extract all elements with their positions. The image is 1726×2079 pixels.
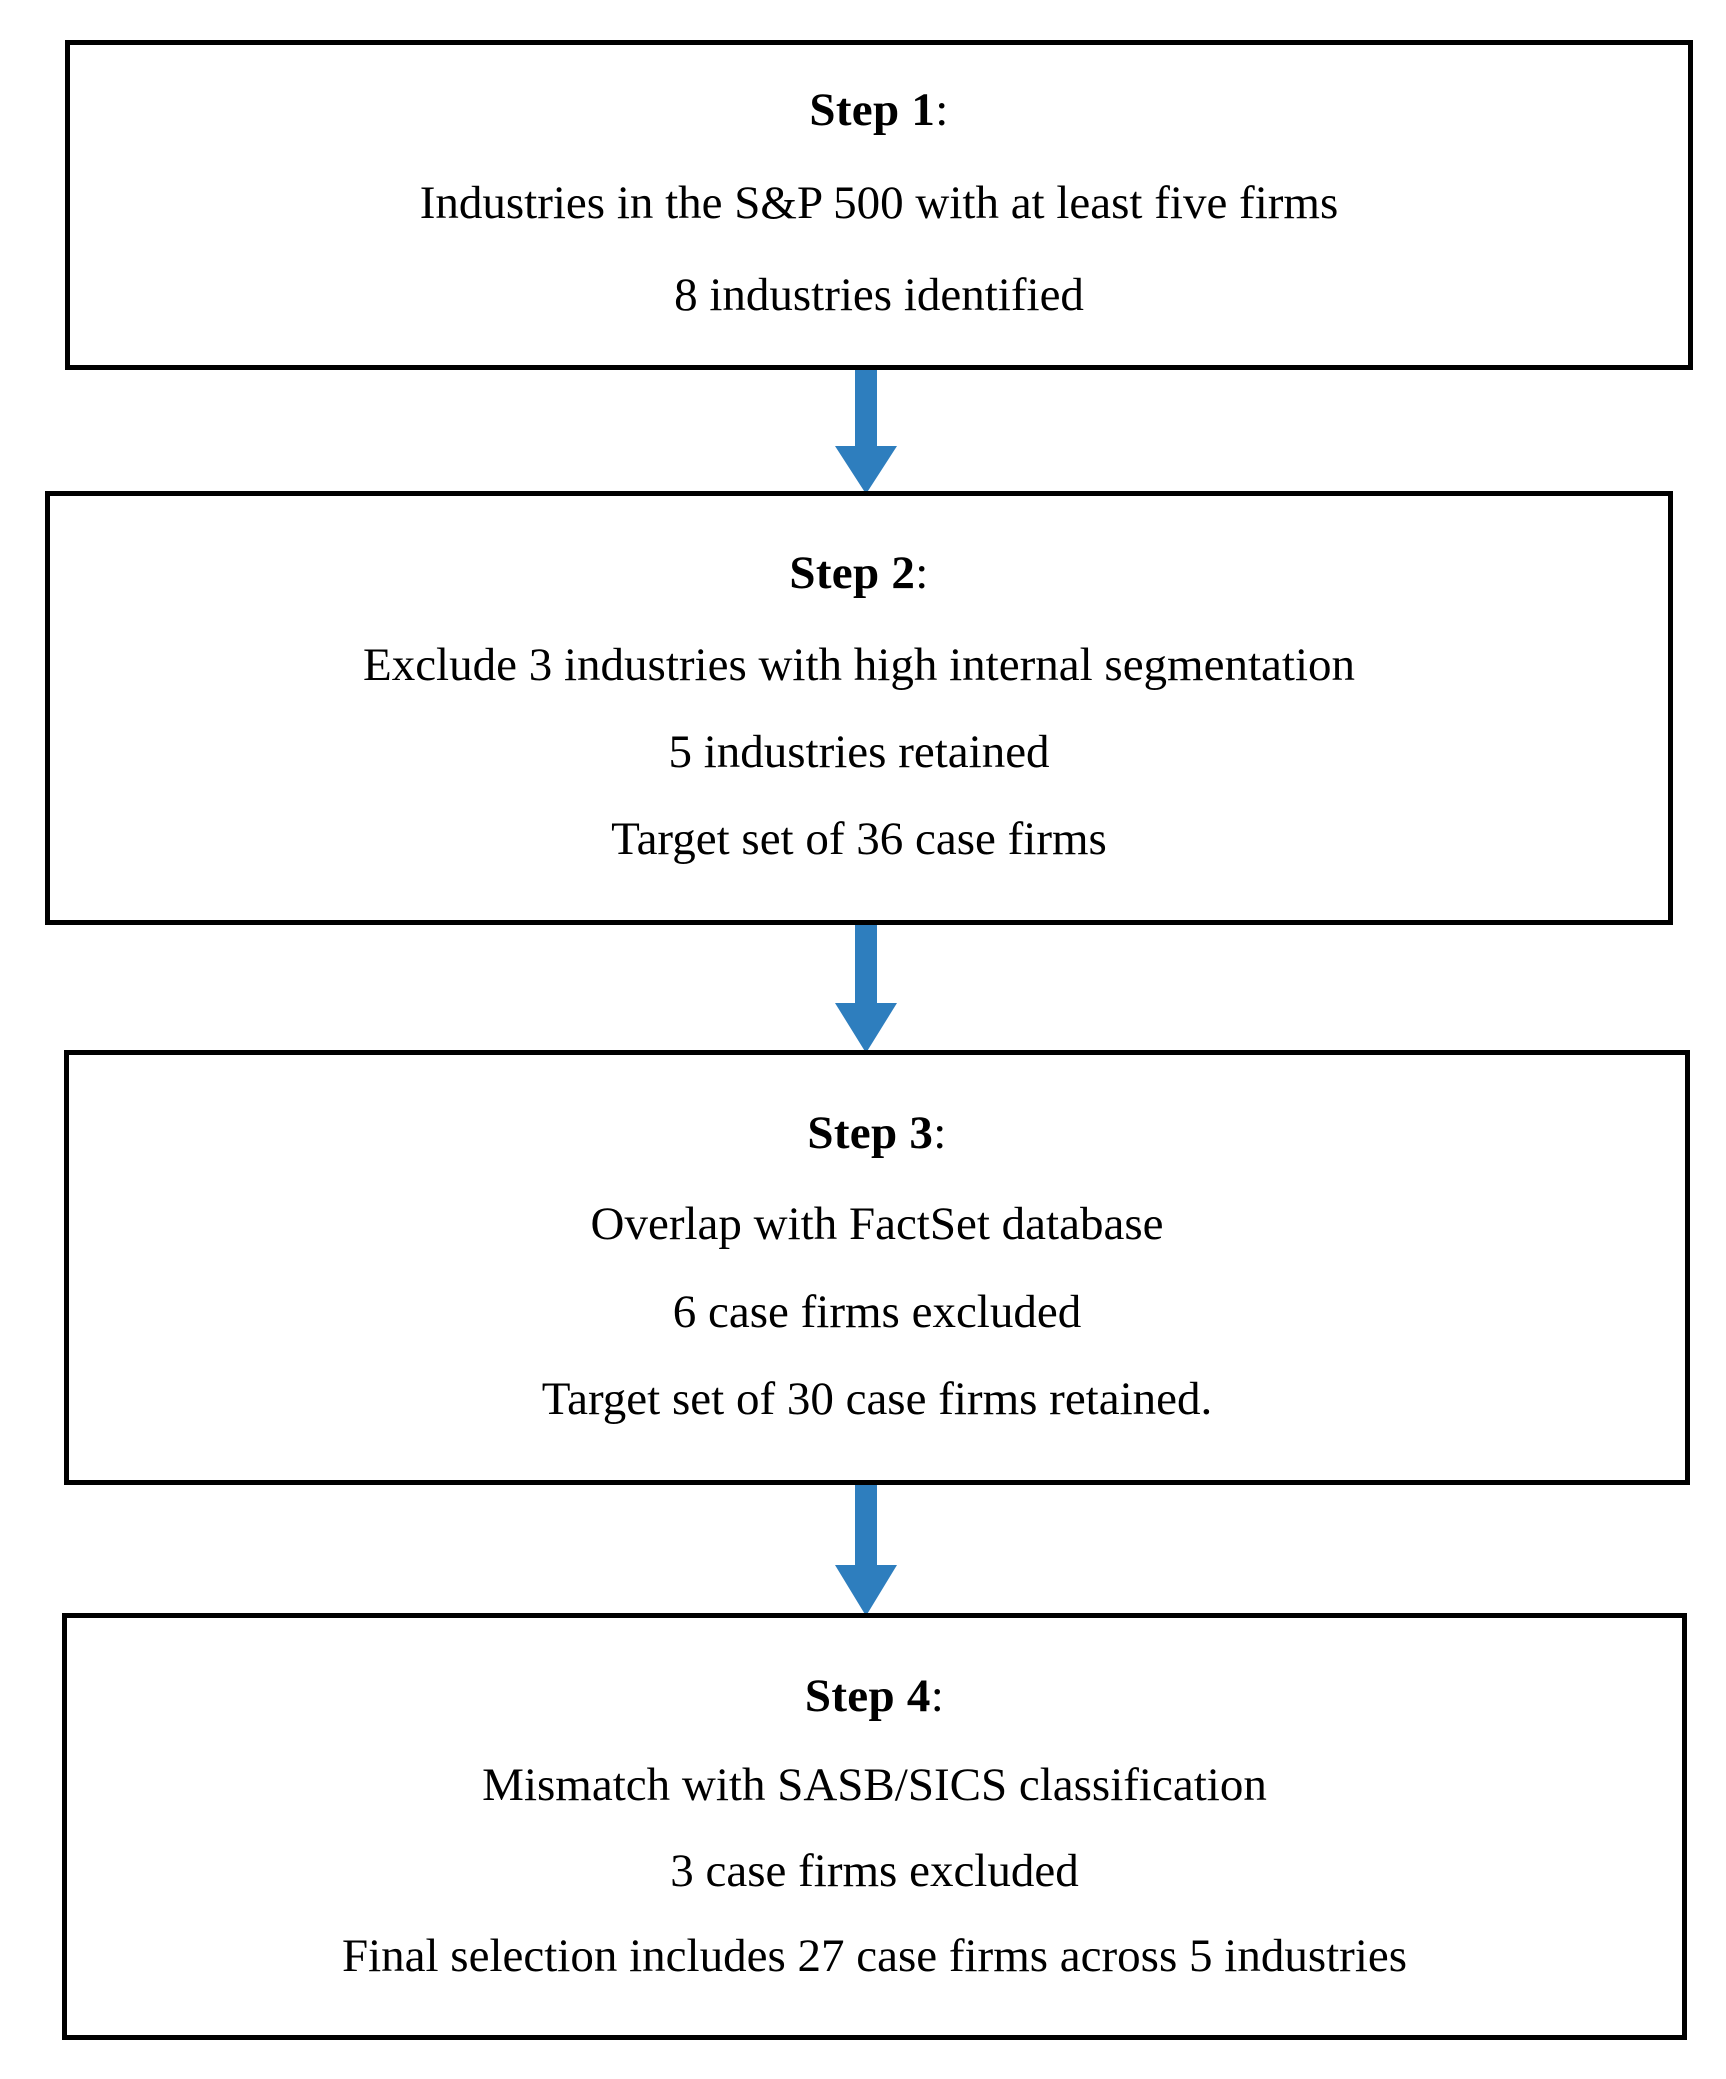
step-2-line-1: Exclude 3 industries with high internal … [362, 638, 1356, 691]
step-1-title-colon: : [935, 83, 949, 136]
arrow-step3-to-step4-icon [834, 1483, 898, 1616]
step-box-3: Step 3: Overlap with FactSet database 6 … [64, 1050, 1690, 1485]
step-1-line-1: Industries in the S&P 500 with at least … [419, 177, 1339, 230]
step-4-line-1: Mismatch with SASB/SICS classification [482, 1759, 1267, 1812]
step-3-line-1: Overlap with FactSet database [590, 1198, 1164, 1251]
step-3-line-2: 6 case firms excluded [672, 1285, 1082, 1338]
step-1-title-text: Step 1 [809, 83, 936, 136]
step-4-title-colon: : [930, 1669, 945, 1722]
step-1-line-2: 8 industries identified [674, 268, 1084, 321]
step-4-line-2: 3 case firms excluded [670, 1844, 1079, 1897]
step-2-title-text: Step 2 [789, 547, 916, 600]
step-box-4: Step 4: Mismatch with SASB/SICS classifi… [62, 1613, 1687, 2040]
step-box-2: Step 2: Exclude 3 industries with high i… [45, 491, 1673, 925]
arrow-step1-to-step2-icon [834, 368, 898, 494]
step-2-title-colon: : [915, 547, 929, 600]
step-4-title-text: Step 4 [804, 1669, 931, 1722]
step-3-title: Step 3: [807, 1106, 947, 1159]
step-2-title: Step 2: [789, 549, 928, 598]
arrow-step2-to-step3-icon [834, 923, 898, 1053]
step-1-title: Step 1: [809, 83, 949, 136]
step-4-line-3: Final selection includes 27 case firms a… [341, 1929, 1408, 1982]
step-3-title-colon: : [933, 1106, 947, 1159]
step-4-title: Step 4: [804, 1669, 945, 1722]
step-box-1: Step 1: Industries in the S&P 500 with a… [65, 40, 1693, 370]
step-2-line-3: Target set of 36 case firms [611, 813, 1107, 866]
step-3-title-text: Step 3 [807, 1106, 934, 1159]
step-2-line-2: 5 industries retained [668, 726, 1050, 778]
step-3-line-3: Target set of 30 case firms retained. [541, 1372, 1213, 1425]
